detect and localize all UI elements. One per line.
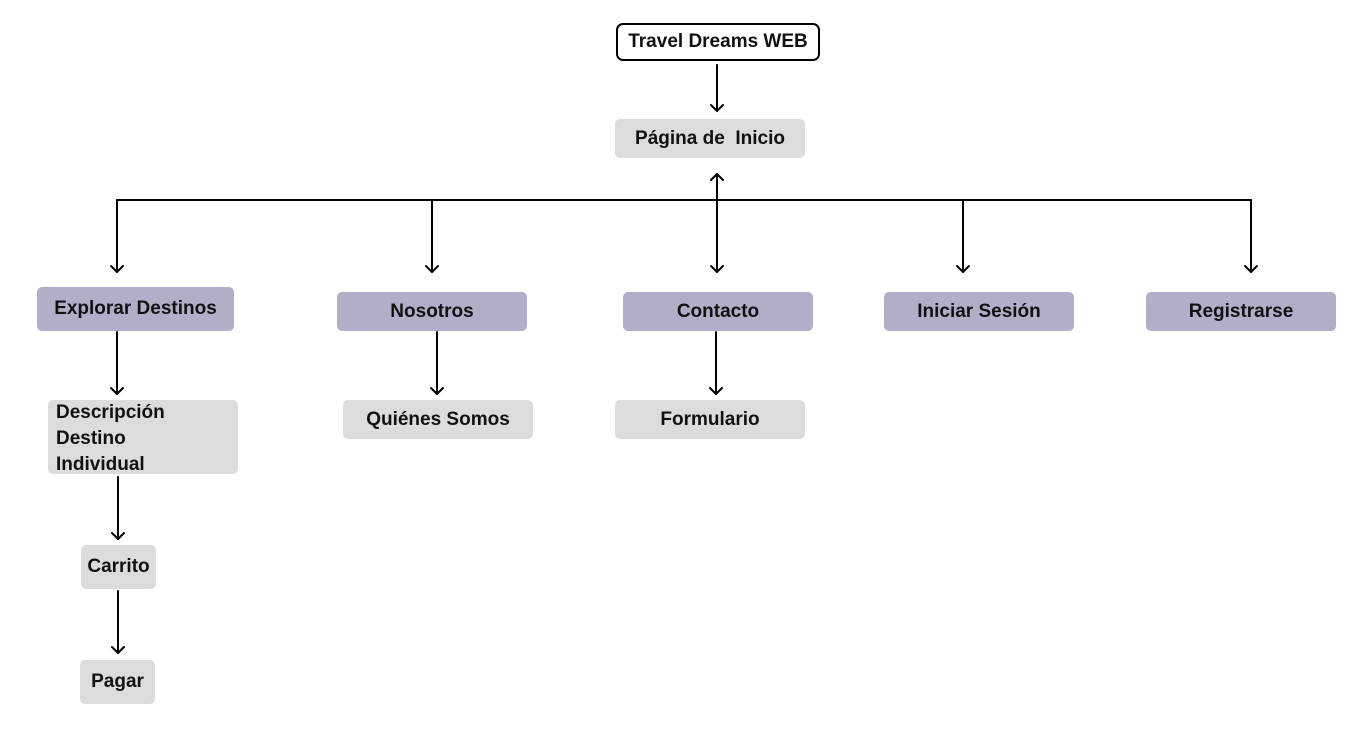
section-iniciar-sesion: Iniciar Sesión	[884, 292, 1074, 331]
root-label: Travel Dreams WEB	[628, 31, 808, 52]
home-node: Página de Inicio	[615, 119, 805, 158]
section-contacto: Contacto	[623, 292, 813, 331]
arrowhead	[710, 265, 724, 273]
page-label: Quiénes Somos	[366, 408, 510, 430]
section-label: Registrarse	[1188, 300, 1294, 322]
arrowhead	[710, 104, 724, 112]
arrowhead	[430, 387, 444, 395]
section-label: Contacto	[676, 300, 760, 322]
arrowhead	[956, 265, 970, 273]
arrowhead	[710, 173, 724, 181]
page-label: Formulario	[660, 408, 760, 430]
section-registrarse: Registrarse	[1146, 292, 1336, 331]
section-explorar-destinos: Explorar Destinos	[37, 287, 234, 331]
section-label: Nosotros	[390, 300, 474, 322]
page-quienes-somos: Quiénes Somos	[343, 400, 533, 439]
root-node: Travel Dreams WEB	[616, 23, 820, 61]
page-label: Pagar	[91, 671, 144, 692]
page-carrito: Carrito	[81, 545, 156, 589]
page-formulario: Formulario	[615, 400, 805, 439]
arrowhead	[111, 532, 125, 540]
page-label: Carrito	[87, 556, 150, 577]
page-label-line1: Descripción Destino	[56, 402, 165, 449]
page-pagar: Pagar	[80, 660, 155, 704]
arrowhead	[110, 265, 124, 273]
section-nosotros: Nosotros	[337, 292, 527, 331]
arrowhead	[709, 387, 723, 395]
page-descripcion-destino: Descripción Destino Individual	[48, 400, 238, 475]
arrowhead	[110, 387, 124, 395]
arrowhead	[1244, 265, 1258, 273]
arrowhead	[425, 265, 439, 273]
section-label: Explorar Destinos	[54, 298, 217, 319]
section-label: Iniciar Sesión	[917, 300, 1041, 322]
page-label-line2: Individual	[56, 454, 145, 475]
home-label: Página de Inicio	[635, 127, 785, 149]
arrowhead	[111, 646, 125, 654]
